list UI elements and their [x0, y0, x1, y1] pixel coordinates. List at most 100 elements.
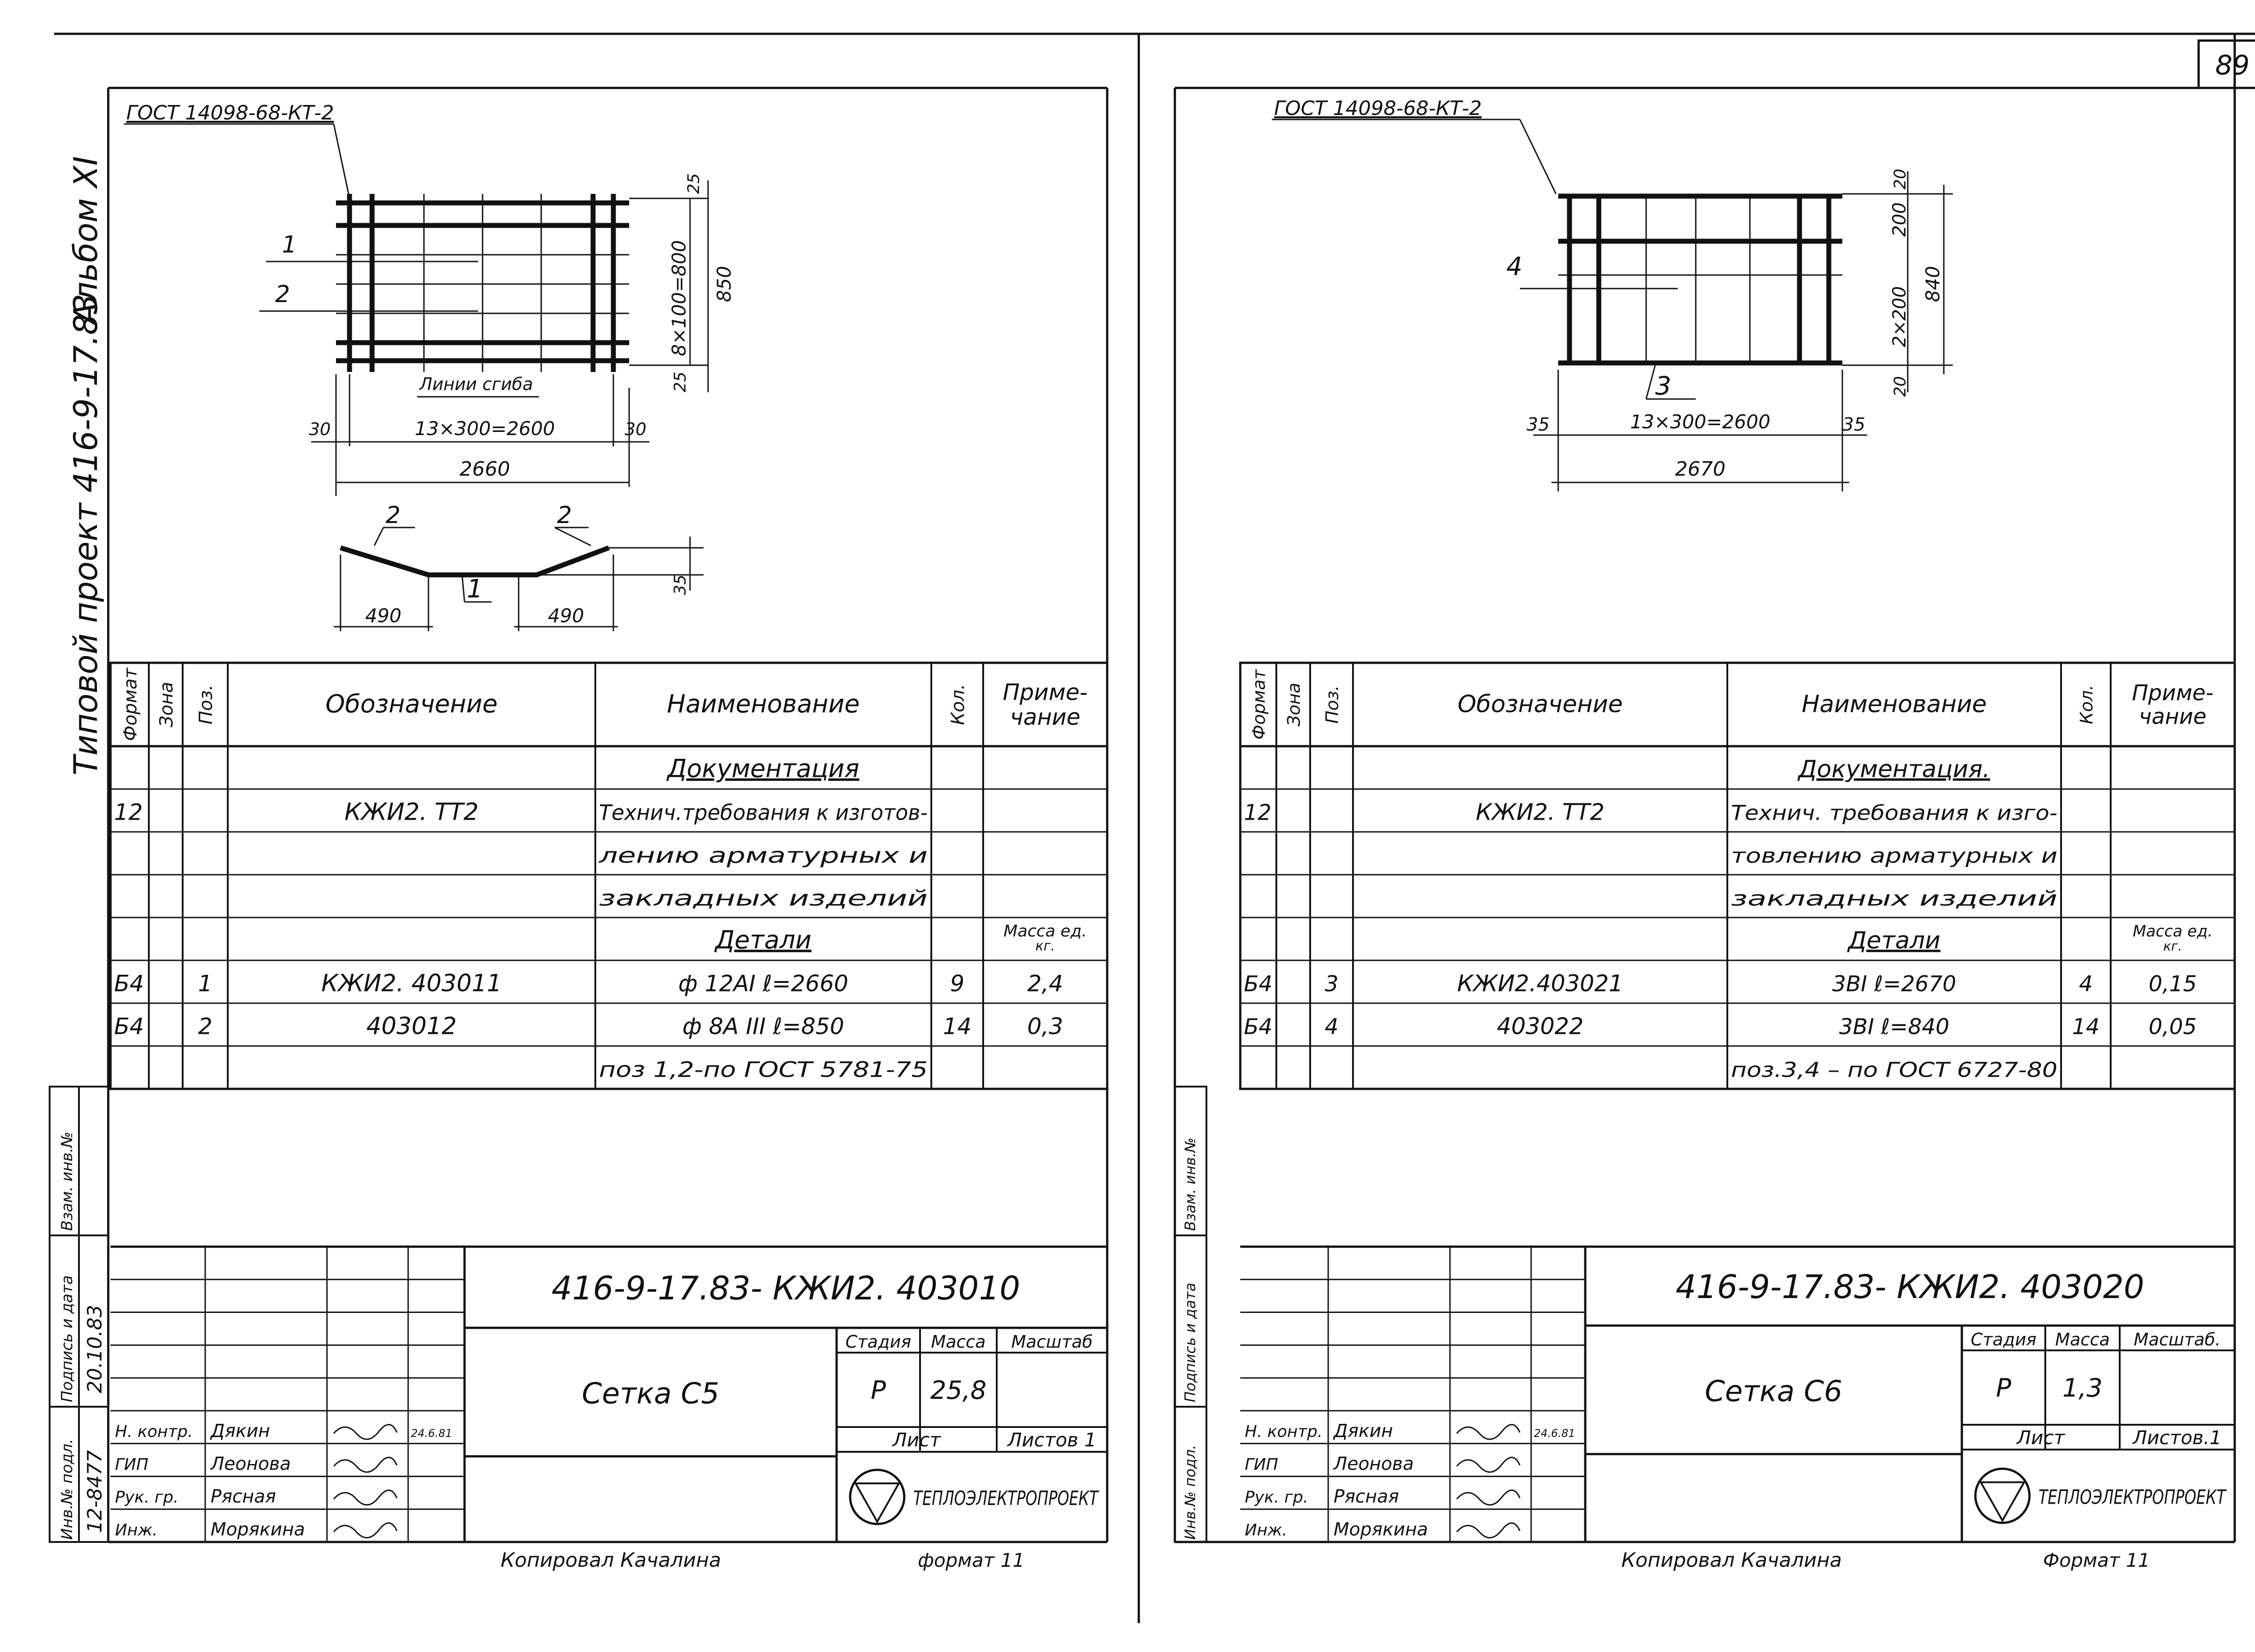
stage-value: Р [1996, 1374, 2011, 1403]
signature-icon [1456, 1489, 1521, 1506]
spec-note: кг. [1035, 938, 1055, 954]
profile-dim-35: 35 [671, 574, 690, 595]
spec-code: КЖИ2. 403011 [321, 969, 502, 997]
sheet-label: Лист [892, 1429, 941, 1451]
spec-note: 0,05 [2149, 1014, 2197, 1039]
signature-icon [1456, 1424, 1521, 1440]
stamp-replace-label-2: Взам. инв.№ [1182, 1138, 1199, 1231]
pos-label-3: 3 [1655, 372, 1671, 401]
org-name: ТЕПЛОЭЛЕКТРОПРОЕКТ [2039, 1486, 2227, 1509]
role-label: ГИП [1245, 1455, 1278, 1474]
spec-header: Зона [156, 682, 177, 727]
dim-edge-top-c6: 20 [1891, 169, 1910, 189]
scale-label: Масштаб [1011, 1332, 1093, 1352]
profile-label-2a: 2 [386, 502, 400, 529]
spec-name: поз.3,4 – по ГОСТ 6727-80 [1731, 1058, 2057, 1082]
sign-date: 24.6.81 [1534, 1427, 1575, 1440]
spec-name: лению арматурных и [598, 843, 928, 868]
spec-pos: 3 [1325, 971, 1339, 996]
stage-label: Стадия [846, 1332, 911, 1352]
org-logo-icon [849, 1468, 906, 1525]
stage-value: Р [871, 1376, 886, 1405]
dim-spacing-v-c6: 2×200 [1889, 286, 1910, 347]
spec-header: Приме- [2132, 680, 2214, 706]
stage-label: Стадия [1971, 1330, 2037, 1349]
mesh-c6-drawing: ГОСТ 14098-68-КТ-2 4 3 13×300=2600 2670 … [1272, 97, 1953, 491]
sign-date: 24.6.81 [411, 1427, 452, 1440]
scale-label: Масштаб. [2134, 1330, 2221, 1349]
spec-header: Формат [1249, 669, 1269, 739]
org-logo-triangle [1979, 1481, 2026, 1523]
profile-label-1: 1 [467, 574, 483, 604]
dim-edge-left-c6: 35 [1527, 414, 1550, 435]
spec-format: Б4 [114, 1013, 144, 1039]
dim-edge-right: 30 [625, 419, 646, 439]
person-name: Морякина [1334, 1519, 1428, 1540]
gost-label-c6: ГОСТ 14098-68-КТ-2 [1274, 97, 1482, 120]
org-logo-icon [1974, 1468, 2031, 1524]
signature-icon [1456, 1456, 1521, 1473]
project-label: Типовой проект 416-9-17.83 [67, 294, 105, 776]
sheet-title: Сетка С6 [1705, 1375, 1842, 1409]
spec-pos: 2 [198, 1013, 212, 1039]
signature-icon [333, 1424, 398, 1440]
spec-header: Наименование [1802, 690, 1987, 718]
spec-header: Зона [1284, 683, 1304, 726]
spec-header: Поз. [1322, 685, 1343, 724]
stamp-sign-label: Подпись и дата [58, 1275, 76, 1402]
spec-note: Масса ед. [1003, 922, 1087, 941]
dim-total-h-c6: 2670 [1675, 458, 1726, 481]
role-label: Рук. гр. [115, 1488, 179, 1507]
spec-section: Документация [666, 754, 860, 783]
spec-format: Б4 [1244, 971, 1272, 996]
spec-pos: 4 [1325, 1014, 1339, 1039]
spec-note: 0,15 [2149, 971, 2197, 996]
person-name: Леонова [1333, 1454, 1414, 1474]
role-label: Инж. [115, 1521, 157, 1539]
spec-format: 12 [1244, 800, 1271, 825]
role-label: Рук. гр. [1245, 1488, 1308, 1507]
format-label: формат 11 [918, 1549, 1025, 1571]
spec-header: Поз. [196, 684, 216, 725]
spec-name: закладных изделий [599, 886, 928, 911]
spec-header: Кол. [2076, 685, 2097, 725]
margin-stamp-left [49, 1086, 109, 1543]
stamp-inv-label: Инв.№ подл. [58, 1439, 76, 1540]
spec-note: кг. [2163, 938, 2182, 954]
role-label: Н. контр. [115, 1423, 193, 1441]
spec-format: 12 [114, 799, 143, 825]
role-label: Инж. [1245, 1521, 1287, 1539]
dim-spacing-h-c6: 13×300=2600 [1630, 411, 1771, 433]
spec-name: Технич. требования к изго- [1731, 801, 2057, 825]
org-logo-triangle [854, 1482, 901, 1524]
spec-name: товлению арматурных и [1731, 844, 2057, 867]
spec-note: 2,4 [1027, 970, 1063, 996]
spec-name: ф 8А III ℓ=850 [682, 1013, 844, 1039]
pos-label-4: 4 [1506, 252, 1523, 281]
spec-name: Технич.требования к изготов- [599, 800, 928, 825]
spec-code: 403012 [366, 1012, 456, 1040]
dim-spacing-v: 8×100=800 [668, 240, 690, 356]
spec-section: Детали [714, 925, 811, 954]
spec-pos: 1 [198, 970, 212, 996]
spec-section: Документация. [1797, 755, 1990, 783]
mass-label: Масса [931, 1332, 985, 1352]
spec-name: поз 1,2-по ГОСТ 5781-75 [599, 1057, 928, 1082]
spec-header: Кол. [948, 684, 969, 725]
dim-total-h: 2660 [460, 458, 510, 481]
profile-dim-left: 490 [365, 605, 401, 627]
spec-header: Обозначение [326, 689, 498, 718]
profile-label-2b: 2 [557, 502, 572, 529]
signature-icon [1456, 1522, 1521, 1538]
sheet-title: Сетка С5 [582, 1377, 719, 1411]
spec-header: чание [1010, 704, 1080, 730]
copied-by: Копировал Качалина [501, 1549, 721, 1572]
spec-header: Наименование [667, 689, 860, 718]
spec-code: КЖИ2. ТТ2 [345, 798, 479, 826]
margin-stamp-right [1174, 1086, 1207, 1543]
dim-total-v: 850 [713, 266, 735, 302]
org-name: ТЕПЛОЭЛЕКТРОПРОЕКТ [913, 1487, 1099, 1510]
